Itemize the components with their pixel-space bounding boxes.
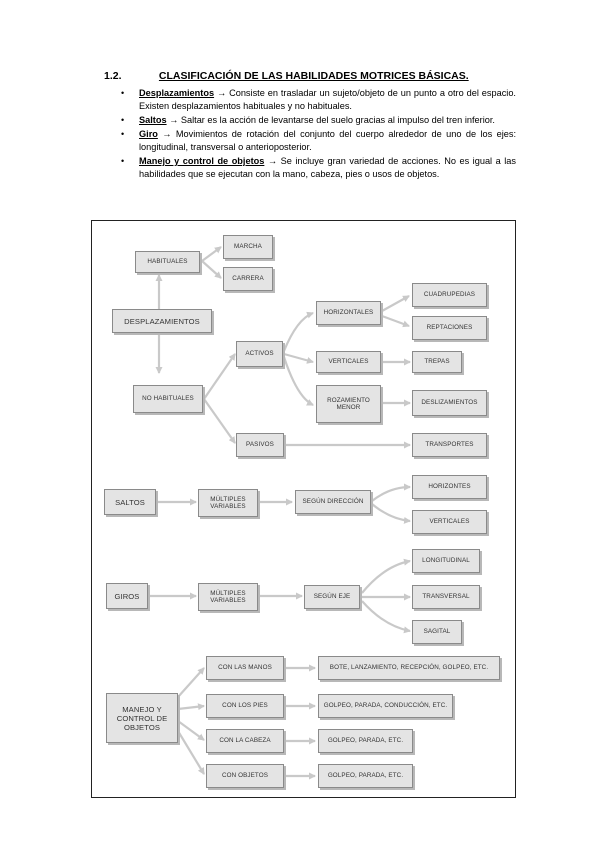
box-marcha: MARCHA	[223, 235, 273, 259]
box-verticales-salto: VERTICALES	[412, 510, 487, 534]
box-pies-acciones: GOLPEO, PARADA, CONDUCCIÓN, ETC.	[318, 694, 453, 718]
classification-diagram: HABITUALES MARCHA CARRERA DESPLAZAMIENTO…	[91, 220, 516, 798]
list-item: • Saltos → Saltar es la acción de levant…	[121, 114, 516, 127]
box-objetos-acciones: GOLPEO, PARADA, ETC.	[318, 764, 413, 788]
box-sagital: SAGITAL	[412, 620, 462, 644]
box-manos-acciones: BOTE, LANZAMIENTO, RECEPCIÓN, GOLPEO, ET…	[318, 656, 500, 680]
box-con-las-manos: CON LAS MANOS	[206, 656, 284, 680]
item-text: → Se incluye gran variedad de acciones. …	[139, 155, 516, 180]
box-segun-direccion: SEGÚN DIRECCIÓN	[295, 490, 371, 514]
box-giros: GIROS	[106, 583, 148, 609]
bullet-icon: •	[121, 128, 125, 139]
box-transversal: TRANSVERSAL	[412, 585, 480, 609]
skills-list: • Desplazamientos → Consiste en traslada…	[121, 87, 516, 182]
list-item: • Desplazamientos → Consiste en traslada…	[121, 87, 516, 114]
item-term: Desplazamientos	[139, 88, 215, 98]
item-term: Manejo y control de objetos	[139, 155, 265, 166]
box-rozamiento-menor: ROZAMIENTO MENOR	[316, 385, 381, 423]
box-horizontes: HORIZONTES	[412, 475, 487, 499]
box-habituales: HABITUALES	[135, 251, 200, 273]
box-desplazamientos: DESPLAZAMIENTOS	[112, 309, 212, 333]
item-text: → Movimientos de rotación del conjunto d…	[139, 128, 516, 153]
bullet-icon: •	[121, 88, 125, 98]
box-trepas: TREPAS	[412, 351, 462, 373]
box-no-habituales: NO HABITUALES	[133, 385, 203, 413]
box-horizontales: HORIZONTALES	[316, 301, 381, 325]
box-activos: ACTIVOS	[236, 341, 283, 367]
item-term: Giro	[139, 128, 158, 139]
list-item: • Manejo y control de objetos → Se inclu…	[121, 155, 516, 182]
box-cuadrupedias: CUADRUPEDIAS	[412, 283, 487, 307]
box-verticales-desplazamiento: VERTICALES	[316, 351, 381, 373]
section-number: 1.2.	[104, 70, 122, 82]
box-carrera: CARRERA	[223, 267, 273, 291]
section-title: CLASIFICACIÓN DE LAS HABILIDADES MOTRICE…	[158, 70, 469, 82]
box-saltos-multiples-variables: MÚLTIPLES VARIABLES	[198, 489, 258, 517]
section-heading: 1.2. CLASIFICACIÓN DE LAS HABILIDADES MO…	[104, 70, 469, 82]
item-term: Saltos	[139, 115, 167, 126]
box-segun-eje: SEGÚN EJE	[304, 585, 360, 609]
box-reptaciones: REPTACIONES	[412, 316, 487, 340]
box-giros-multiples-variables: MÚLTIPLES VARIABLES	[198, 583, 258, 611]
bullet-icon: •	[121, 155, 125, 166]
item-text: → Saltar es la acción de levantarse del …	[166, 115, 495, 126]
diagram-connectors	[149, 246, 411, 780]
item-text: → Consiste en trasladar un sujeto/objeto…	[139, 88, 516, 112]
box-pasivos: PASIVOS	[236, 433, 284, 457]
box-con-la-cabeza: CON LA CABEZA	[206, 729, 284, 753]
list-item: • Giro → Movimientos de rotación del con…	[121, 128, 516, 155]
box-con-los-pies: CON LOS PIES	[206, 694, 284, 718]
box-con-objetos: CON OBJETOS	[206, 764, 284, 788]
box-saltos: SALTOS	[104, 489, 156, 515]
bullet-icon: •	[121, 115, 125, 126]
box-cabeza-acciones: GOLPEO, PARADA, ETC.	[318, 729, 413, 753]
box-deslizamientos: DESLIZAMIENTOS	[412, 390, 487, 416]
box-longitudinal: LONGITUDINAL	[412, 549, 480, 573]
box-transportes: TRANSPORTES	[412, 433, 487, 457]
box-manejo-control-objetos: MANEJO Y CONTROL DE OBJETOS	[106, 693, 178, 743]
